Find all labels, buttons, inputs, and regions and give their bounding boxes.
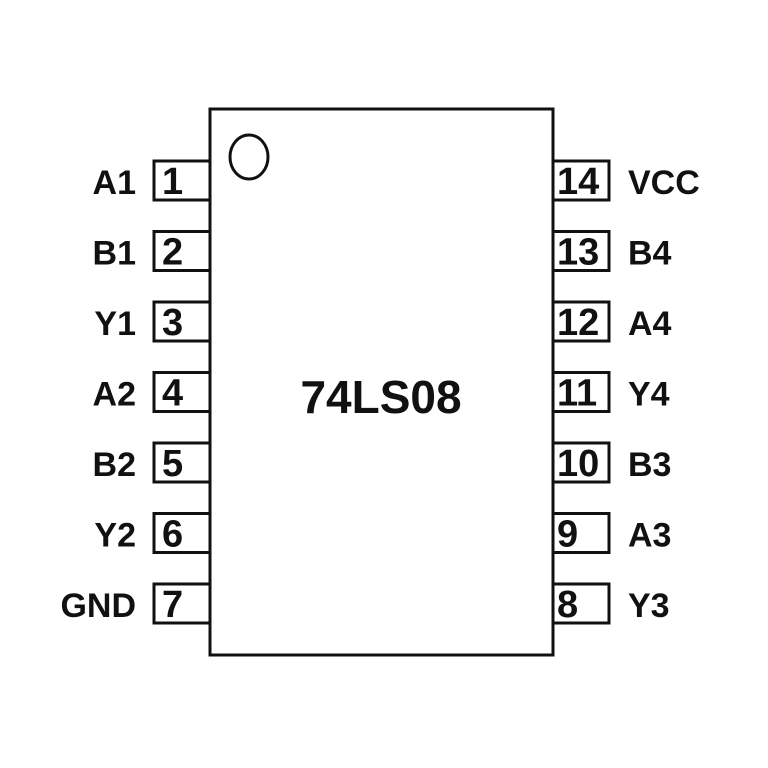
pin-label: VCC [628, 164, 700, 202]
pin-box [551, 230, 611, 272]
pin-label: A3 [628, 517, 671, 555]
pin-box [152, 230, 212, 272]
pin-box [551, 512, 611, 554]
right-pin-column: 14 VCC 13 B4 12 A4 11 Y4 10 B3 9 A3 8 Y3 [551, 159, 700, 626]
pin-6: 6 Y2 [94, 512, 212, 556]
pin-number: 10 [557, 443, 599, 485]
pin-label: B1 [93, 235, 136, 273]
pin-box [551, 582, 611, 625]
pin-box [152, 582, 212, 625]
pin-label: A4 [628, 305, 672, 343]
pin-label: A1 [93, 164, 136, 202]
pin-number: 14 [557, 161, 599, 203]
pin-label: B2 [93, 446, 136, 484]
pin-2: 2 B1 [93, 230, 212, 274]
pin-box [551, 300, 611, 343]
pin-box [551, 371, 611, 413]
pin-9: 9 A3 [551, 512, 671, 556]
pin-3: 3 Y1 [94, 300, 212, 344]
left-pin-column: 1 A1 2 B1 3 Y1 4 A2 5 B2 6 Y2 7 GND [60, 159, 212, 626]
chip-body [208, 107, 555, 657]
pin-box [152, 159, 212, 202]
pin-box [551, 441, 611, 484]
pin-number: 1 [162, 161, 183, 203]
pin-label: GND [60, 587, 136, 625]
pin-number: 4 [162, 373, 183, 415]
pin-number: 3 [162, 302, 183, 344]
pin-4: 4 A2 [93, 371, 212, 415]
pin-number: 7 [162, 584, 183, 626]
pin-label: A2 [93, 376, 136, 414]
pin-box [152, 512, 212, 554]
pin-box [152, 300, 212, 343]
pin-12: 12 A4 [551, 300, 672, 344]
pin1-orientation-notch [228, 133, 270, 181]
pin-label: Y1 [94, 305, 136, 343]
pin-14: 14 VCC [551, 159, 700, 203]
chip-name: 74LS08 [300, 371, 461, 423]
pin-1: 1 A1 [93, 159, 212, 203]
pin-box [152, 371, 212, 413]
pin-10: 10 B3 [551, 441, 671, 485]
pin-5: 5 B2 [93, 441, 212, 485]
pin-number: 11 [557, 373, 597, 415]
pin-13: 13 B4 [551, 230, 672, 274]
pin-label: Y2 [94, 517, 136, 555]
pin-11: 11 Y4 [551, 371, 670, 415]
pin-number: 6 [162, 514, 183, 556]
pin-8: 8 Y3 [551, 582, 670, 626]
pin-label: B4 [628, 235, 672, 273]
pin-number: 9 [557, 514, 578, 556]
pin-number: 2 [162, 232, 183, 274]
pin-box [152, 441, 212, 484]
pin-label: B3 [628, 446, 671, 484]
pin-number: 12 [557, 302, 599, 344]
pin-number: 8 [557, 584, 578, 626]
pin-7: 7 GND [60, 582, 212, 626]
pin-number: 13 [557, 232, 599, 274]
pin-label: Y4 [628, 376, 670, 414]
pin-box [551, 159, 611, 202]
pin-label: Y3 [628, 587, 670, 625]
pin-number: 5 [162, 443, 183, 485]
